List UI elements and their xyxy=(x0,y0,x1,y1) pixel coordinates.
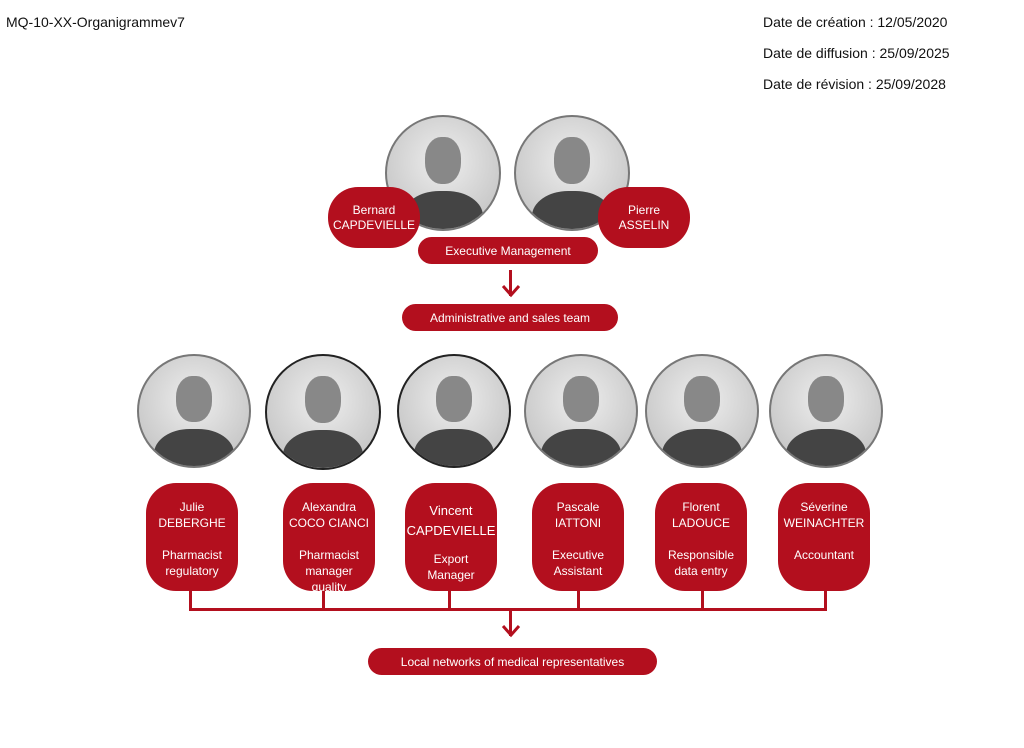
arrow-down-icon xyxy=(501,285,521,298)
connector xyxy=(824,591,827,611)
connector xyxy=(701,591,704,611)
connector xyxy=(448,591,451,611)
team-label: Administrative and sales team xyxy=(402,304,618,331)
arrow-line xyxy=(509,270,512,296)
connector xyxy=(322,591,325,611)
arrow-down-icon xyxy=(501,625,521,638)
connector-bar xyxy=(189,608,827,611)
photo-florent xyxy=(645,354,759,468)
arrow-line xyxy=(509,610,512,636)
photo-vincent xyxy=(397,354,511,468)
photo-severine xyxy=(769,354,883,468)
revision-date: Date de révision : 25/09/2028 xyxy=(763,76,946,92)
photo-alexandra xyxy=(265,354,381,470)
document-code: MQ-10-XX-Organigrammev7 xyxy=(6,14,185,30)
connector xyxy=(189,591,192,611)
connector xyxy=(577,591,580,611)
creation-date: Date de création : 12/05/2020 xyxy=(763,14,948,30)
photo-pascale xyxy=(524,354,638,468)
photo-julie xyxy=(137,354,251,468)
network-label: Local networks of medical representative… xyxy=(368,648,657,675)
executive-management-label: Executive Management xyxy=(418,237,598,264)
diffusion-date: Date de diffusion : 25/09/2025 xyxy=(763,45,950,61)
